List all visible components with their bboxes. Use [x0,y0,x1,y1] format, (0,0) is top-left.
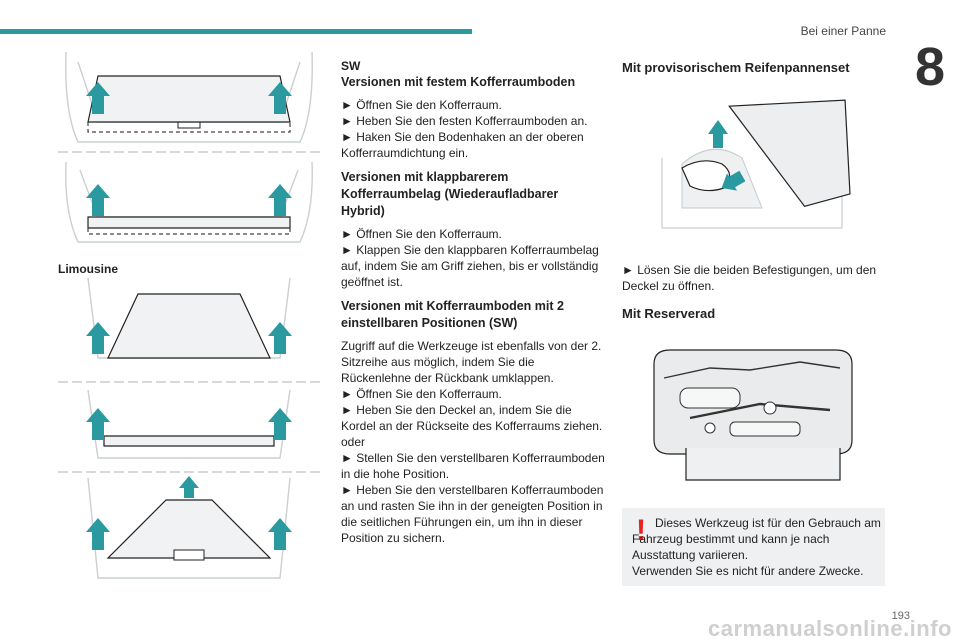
chapter-number: 8 [900,34,960,100]
section-title-fixed-floor: Versionen mit festem Kofferraumboden [341,75,576,89]
step-text: ► Öffnen Sie den Kofferraum. [341,227,502,241]
repair-kit-illustration [661,99,851,229]
step-text: ► Öffnen Sie den Kofferraum. [341,387,502,401]
warning-text-body: Dieses Werkzeug ist für den Gebrauch am … [632,516,881,578]
watermark: carmanualsonline.info [708,616,952,641]
trunk-illustration-sw [58,52,320,243]
warning-icon: ! [636,514,646,547]
warning-text: Dieses Werkzeug ist für den Gebrauch am … [632,515,882,579]
sw-label: SW [341,59,361,73]
step-text: ► Klappen Sie den klappbaren Kofferraumb… [341,243,599,289]
spare-wheel-tools-illustration [653,349,853,481]
repair-kit-step: ► Lösen Sie die beiden Befestigungen, um… [622,263,877,293]
step-text: ► Heben Sie den Deckel an, indem Sie die… [341,403,603,433]
page-number: 193 [891,610,910,622]
paragraph-text: Zugriff auf die Werkzeuge ist ebenfalls … [341,339,602,385]
heading-repair-kit: Mit provisorischem Reifenpannenset [622,60,850,75]
header-accent-bar [0,29,472,34]
step-text: ► Haken Sie den Bodenhaken an der oberen… [341,130,584,160]
step-text: ► Heben Sie den verstellbaren Kofferraum… [341,483,604,545]
warning-box: ! Dieses Werkzeug ist für den Gebrauch a… [622,508,885,586]
section-title-folding-cover: Versionen mit klappbarerem Kofferraumbel… [341,170,559,218]
step-text: ► Heben Sie den festen Kofferraumboden a… [341,114,588,128]
trunk-illustration-limousine [58,278,320,579]
or-text: oder [341,435,366,449]
heading-spare-wheel: Mit Reserverad [622,306,716,321]
section-header-title: Bei einer Panne [800,24,886,38]
instructions-column: SW Versionen mit festem Kofferraumboden … [341,58,605,546]
step-text: ► Öffnen Sie den Kofferraum. [341,98,502,112]
section-title-adjustable-floor: Versionen mit Kofferraumboden mit 2 eins… [341,299,564,330]
step-text: ► Stellen Sie den verstellbaren Kofferra… [341,451,605,481]
limousine-label: Limousine [58,262,119,276]
